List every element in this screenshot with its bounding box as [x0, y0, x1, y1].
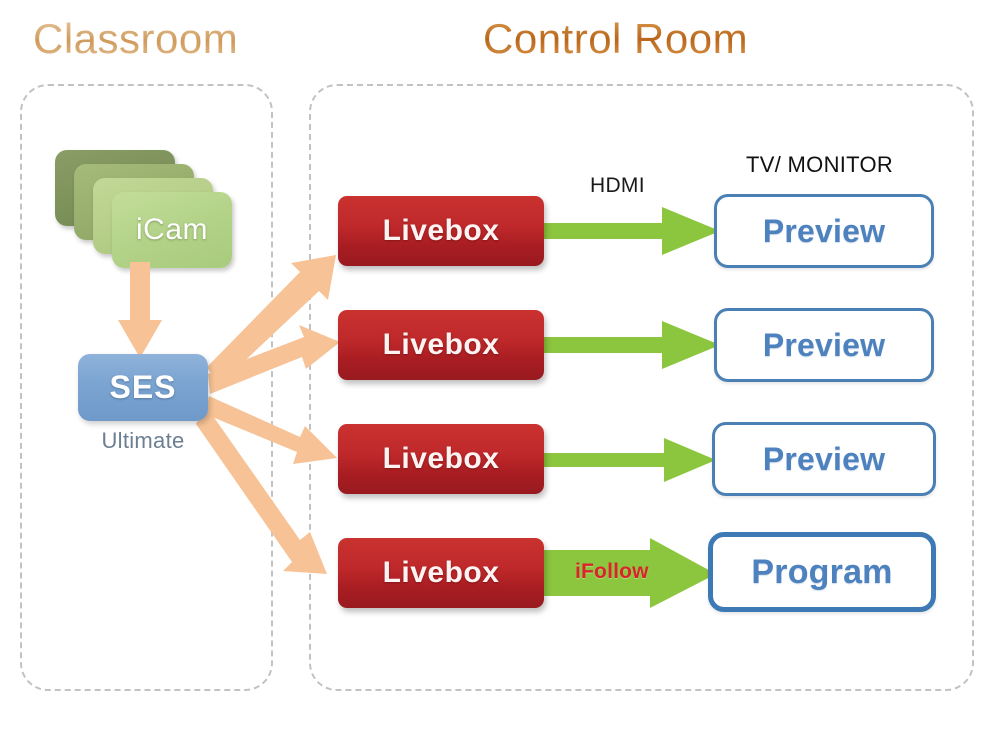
control-room-zone-title: Control Room [483, 15, 749, 62]
signal-chain-row: Livebox Program [0, 532, 1000, 612]
icam-label: iCam [135, 213, 208, 246]
livebox-label: Livebox [382, 214, 500, 247]
livebox-encoder-4[interactable]: Livebox [338, 538, 544, 608]
program-monitor[interactable]: Program [708, 532, 936, 612]
monitor-label: Preview [762, 326, 886, 363]
ses-label: SES [109, 369, 177, 405]
livebox-label: Livebox [382, 556, 500, 589]
hdmi-arrow-2 [544, 321, 720, 369]
hdmi-connection-label: HDMI [590, 174, 645, 197]
arrow-icam-to-ses [118, 262, 162, 358]
ifollow-link-label: iFollow [575, 560, 649, 583]
tv-monitor-column-header: TV/ MONITOR [746, 152, 894, 177]
ses-sublabel: Ultimate [101, 428, 185, 453]
preview-monitor-1[interactable]: Preview [714, 194, 934, 268]
livebox-encoder-1[interactable]: Livebox [338, 196, 544, 266]
icam-camera-stack: iCam [55, 150, 235, 275]
ifollow-arrow-4 [544, 538, 716, 608]
signal-chain-row: Livebox Preview [0, 418, 1000, 498]
preview-monitor-2[interactable]: Preview [714, 308, 934, 382]
livebox-label: Livebox [382, 328, 500, 361]
ses-switcher-box[interactable]: SES [78, 354, 208, 421]
hdmi-arrow-1 [544, 207, 720, 255]
monitor-label: Preview [762, 212, 886, 249]
livebox-encoder-2[interactable]: Livebox [338, 310, 544, 380]
icam-card-front: iCam [112, 192, 232, 268]
signal-chain-row: Livebox Preview [0, 304, 1000, 384]
monitor-label: Program [751, 552, 893, 591]
classroom-zone-title: Classroom [33, 15, 239, 62]
livebox-label: Livebox [382, 442, 500, 475]
preview-monitor-3[interactable]: Preview [712, 422, 936, 496]
hdmi-arrow-3 [544, 438, 716, 482]
monitor-label: Preview [762, 440, 886, 477]
signal-chain-row: Livebox Preview [0, 190, 1000, 270]
livebox-encoder-3[interactable]: Livebox [338, 424, 544, 494]
